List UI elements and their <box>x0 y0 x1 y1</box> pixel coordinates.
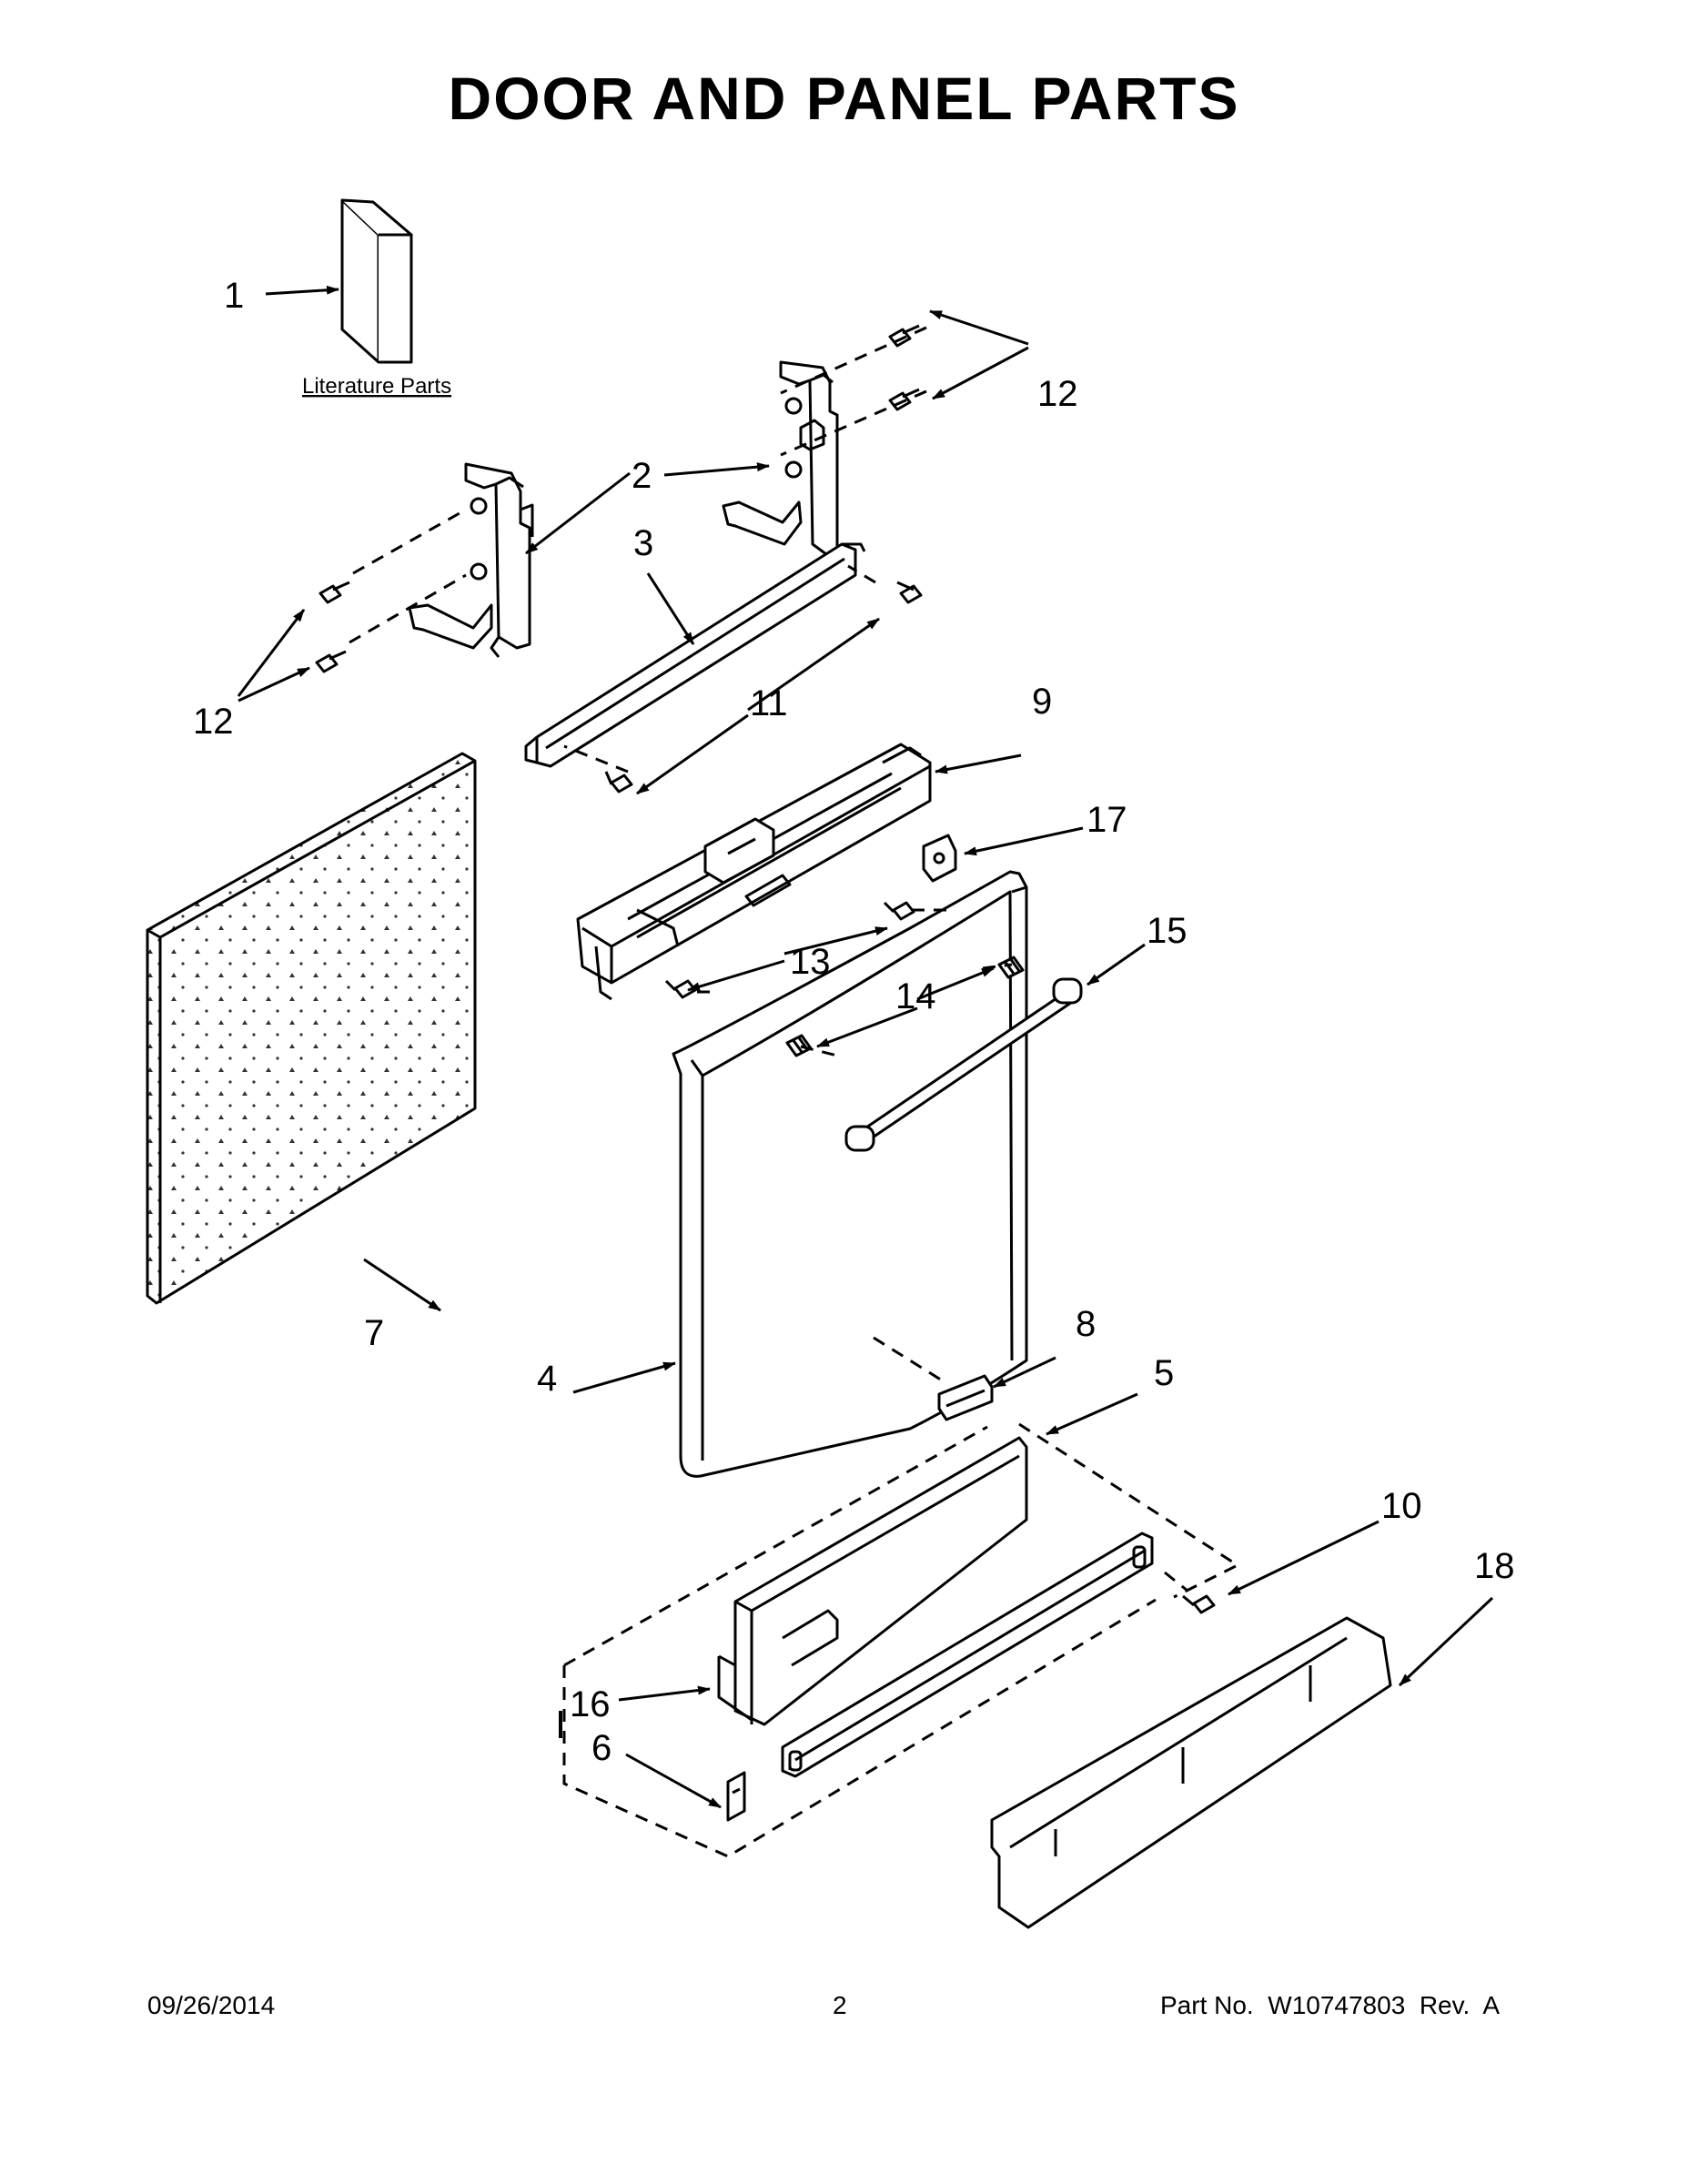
callout-15: 15 <box>1147 911 1188 951</box>
callout-9: 9 <box>1032 682 1052 722</box>
callout-14: 14 <box>895 976 936 1016</box>
door-handle <box>844 977 1083 1152</box>
callout-2: 2 <box>632 456 652 496</box>
screw-11-right <box>896 581 923 604</box>
callout-5: 5 <box>1154 1353 1174 1393</box>
literature-parts-label: Literature Parts <box>302 374 451 399</box>
insulation-panel <box>146 752 477 1305</box>
footer-part-number: Part No. W10747803 Rev. A <box>1160 1991 1501 2019</box>
callout-17: 17 <box>1087 800 1127 840</box>
callout-4: 4 <box>537 1359 557 1399</box>
callout-11: 11 <box>750 683 788 723</box>
toe-panel-rail <box>781 1532 1154 1778</box>
toe-kick-panel <box>990 1616 1392 1929</box>
screw-10 <box>1182 1594 1216 1614</box>
callout-13: 13 <box>790 942 831 982</box>
lower-access-panel <box>717 1436 1028 1726</box>
callout-8: 8 <box>1076 1304 1096 1344</box>
top-channel-rail <box>524 542 866 768</box>
outer-door-panel <box>672 870 1028 1478</box>
callout-7: 7 <box>364 1313 384 1353</box>
control-console-part <box>576 743 932 1001</box>
right-hinge-bracket <box>722 360 839 559</box>
screw-12-right-top <box>888 324 920 348</box>
literature-booklet-part <box>340 198 413 364</box>
callout-labels: 1 2 3 4 5 6 7 8 9 10 11 12 12 13 14 15 1… <box>193 276 1515 1768</box>
callout-3: 3 <box>633 523 653 563</box>
screw-13-upper <box>883 901 915 921</box>
assembly-guide-lines <box>349 326 1241 1858</box>
page-title: DOOR AND PANEL PARTS <box>448 65 1240 132</box>
screw-11-left <box>604 771 633 794</box>
logo-badge-part <box>937 1374 994 1421</box>
callout-1: 1 <box>224 276 244 316</box>
screw-12-left-top <box>318 581 350 604</box>
clip-part <box>922 834 957 883</box>
left-hinge-bracket <box>408 462 534 658</box>
panel-clip <box>726 1771 746 1822</box>
footer-page-number: 2 <box>833 1991 847 2019</box>
callout-6: 6 <box>591 1728 612 1768</box>
callout-12-right: 12 <box>1037 374 1078 414</box>
callout-12-left: 12 <box>193 702 234 742</box>
screw-12-left-bottom <box>315 650 347 673</box>
handle-stud-upper <box>997 956 1025 979</box>
footer-date: 09/26/2014 <box>147 1991 276 2019</box>
callout-10: 10 <box>1381 1486 1422 1526</box>
callout-16: 16 <box>570 1684 611 1724</box>
callout-18: 18 <box>1474 1546 1515 1586</box>
callout-arrows <box>237 285 1494 1809</box>
